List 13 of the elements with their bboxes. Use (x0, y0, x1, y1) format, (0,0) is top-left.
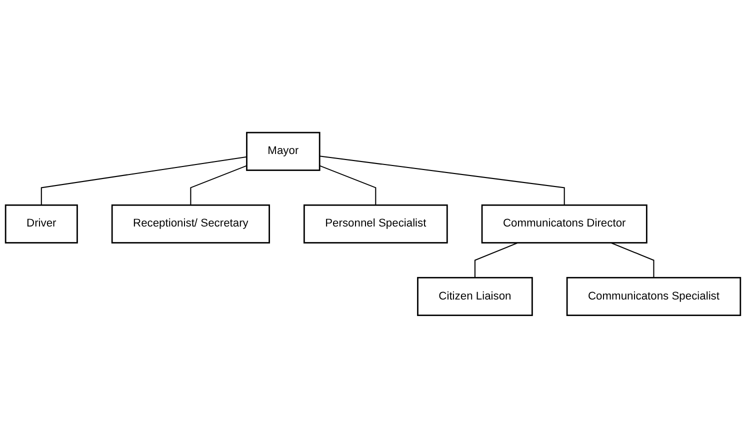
connector (319, 164, 376, 205)
node-box: Receptionist/ Secretary (111, 204, 270, 244)
connector (474, 242, 518, 278)
connector (40, 156, 247, 205)
node-box: Communicatons Director (481, 204, 648, 244)
connector (320, 155, 565, 205)
node-box: Mayor (246, 131, 320, 170)
node-box: Citizen Liaison (417, 276, 533, 316)
node-box: Driver (4, 204, 78, 244)
node-box: Communicatons Specialist (566, 276, 742, 316)
node-box: Personnel Specialist (303, 204, 448, 244)
connector (610, 242, 654, 278)
connector (190, 164, 247, 205)
